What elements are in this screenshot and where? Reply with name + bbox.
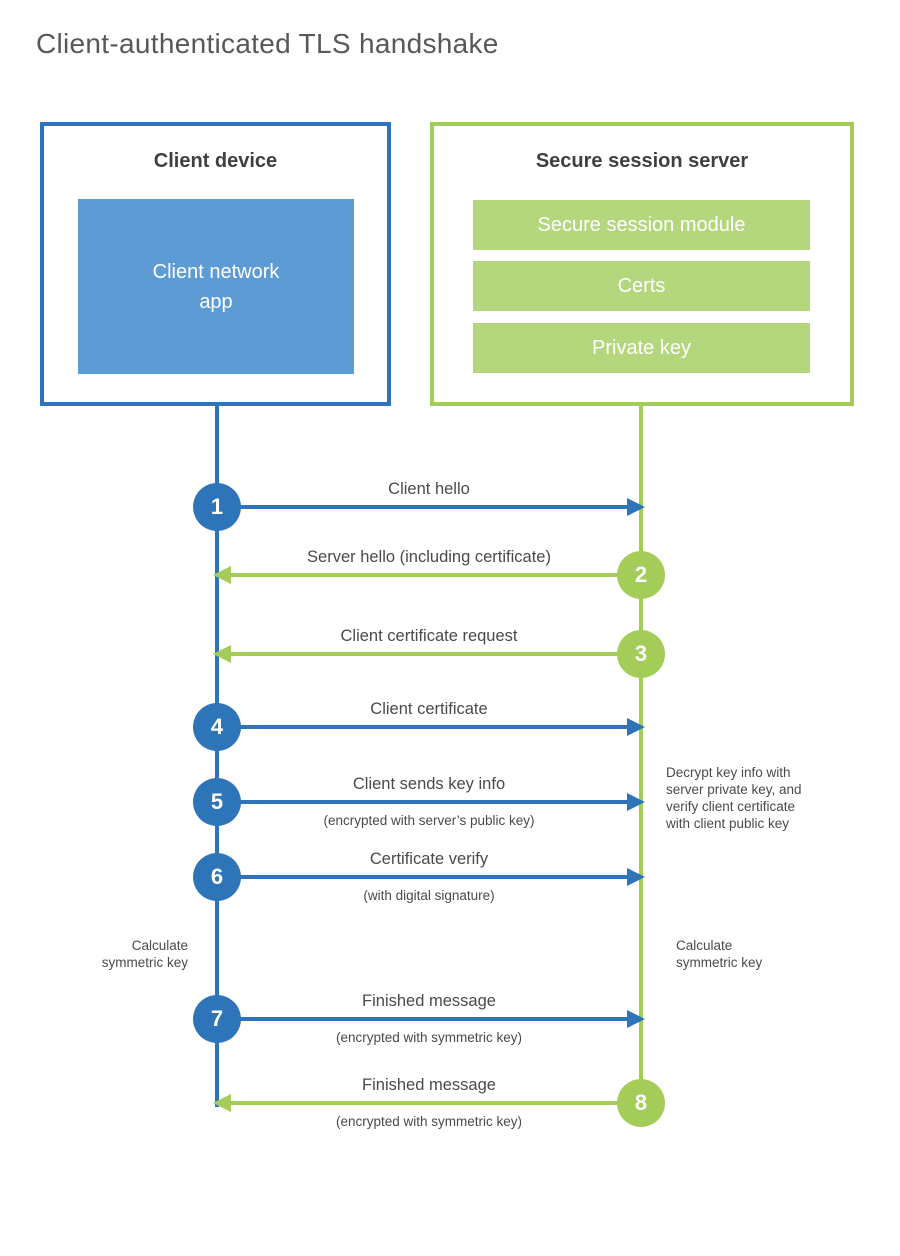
arrow-line — [217, 725, 641, 729]
secure-session-module-bar: Secure session module — [473, 200, 810, 250]
message-label: Client sends key info — [352, 775, 506, 793]
step-number-badge: 6 — [193, 853, 241, 901]
decrypt-key-info-note: Decrypt key info with server private key… — [666, 765, 802, 831]
message-sublabel: (encrypted with symmetric key) — [335, 1114, 523, 1129]
client-network-app-box: Client network app — [78, 199, 354, 374]
arrow-head-right-icon — [627, 498, 645, 516]
arrow-head-right-icon — [627, 868, 645, 886]
message-step-5: 5 Client sends key info (encrypted with … — [0, 754, 900, 850]
secure-session-server-title: Secure session server — [535, 150, 749, 172]
client-device-title: Client device — [153, 150, 278, 172]
arrow-head-right-icon — [627, 793, 645, 811]
server-lifeline — [639, 405, 643, 1105]
arrow-head-right-icon — [627, 718, 645, 736]
arrow-head-right-icon — [627, 1010, 645, 1028]
message-label: Client certificate — [370, 700, 488, 718]
message-label: Client hello — [388, 480, 470, 498]
step-number-badge: 4 — [193, 703, 241, 751]
step-number-badge: 1 — [193, 483, 241, 531]
arrow-head-left-icon — [213, 645, 231, 663]
message-step-4: 4 Client certificate — [0, 679, 900, 775]
arrow-line — [217, 652, 641, 656]
message-step-1: 1 Client hello — [0, 459, 900, 555]
arrow-line — [217, 875, 641, 879]
message-label: Server hello (including certificate) — [307, 548, 551, 566]
message-sublabel: (encrypted with symmetric key) — [335, 1030, 523, 1045]
message-label: Finished message — [362, 992, 496, 1010]
arrow-line — [217, 505, 641, 509]
arrow-line — [217, 800, 641, 804]
message-step-8: 8 Finished message (encrypted with symme… — [0, 1055, 900, 1151]
calc-symmetric-key-note-server: Calculate symmetric key — [676, 938, 763, 970]
step-number-badge: 5 — [193, 778, 241, 826]
message-label: Certificate verify — [369, 850, 489, 868]
message-step-7: 7 Finished message (encrypted with symme… — [0, 971, 900, 1067]
message-sublabel: (encrypted with server’s public key) — [323, 813, 535, 828]
message-step-2: 2 Server hello (including certificate) — [0, 527, 900, 623]
message-label: Client certificate request — [340, 627, 518, 645]
arrow-head-left-icon — [213, 566, 231, 584]
arrow-line — [217, 1017, 641, 1021]
message-sublabel: (with digital signature) — [363, 888, 495, 903]
page-title: Client-authenticated TLS handshake — [36, 28, 499, 59]
arrow-line — [217, 1101, 641, 1105]
step-number-badge: 7 — [193, 995, 241, 1043]
message-step-3: 3 Client certificate request — [0, 606, 900, 702]
certs-bar: Certs — [473, 261, 810, 311]
client-lifeline — [215, 405, 219, 1107]
step-number-badge: 3 — [617, 630, 665, 678]
message-label: Finished message — [362, 1076, 496, 1094]
message-step-6: 6 Certificate verify (with digital signa… — [0, 829, 900, 925]
arrow-head-left-icon — [213, 1094, 231, 1112]
step-number-badge: 8 — [617, 1079, 665, 1127]
arrow-line — [217, 573, 641, 577]
step-number-badge: 2 — [617, 551, 665, 599]
private-key-bar: Private key — [473, 323, 810, 373]
calc-symmetric-key-note-client: Calculate symmetric key — [101, 938, 188, 970]
